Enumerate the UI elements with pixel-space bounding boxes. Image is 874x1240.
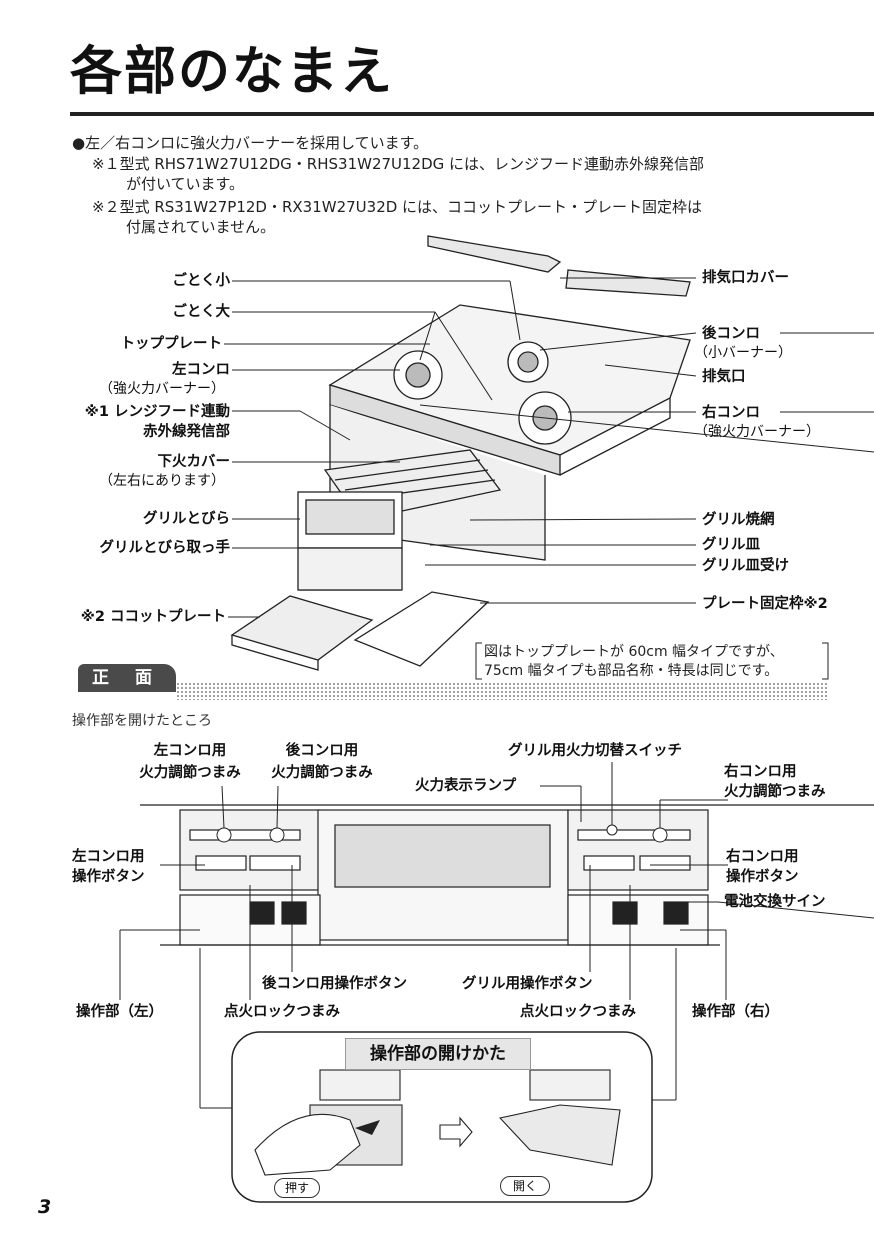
how-to-open-title: 操作部の開けかた — [345, 1038, 531, 1070]
note-2-line2: 付属されていません。 — [126, 218, 276, 236]
note-bullet: ●左／右コンロに強火力バーナーを採用しています。 — [72, 134, 429, 152]
note-1-line2: が付いています。 — [126, 175, 245, 193]
note-2-line1: ※２型式 RS31W27P12D・RX31W27U32D には、ココットプレート… — [92, 198, 703, 216]
label-exhaust-cover: 排気口カバー — [702, 270, 789, 286]
label-right-burner-sub: （強火力バーナー） — [694, 424, 820, 440]
label-rear-knob-1: 後コンロ用 — [285, 743, 359, 759]
label-grill-handle: グリルとびら取っ手 — [99, 540, 231, 556]
label-left-knob-2: 火力調節つまみ — [139, 765, 241, 781]
label-top-plate: トッププレート — [120, 336, 223, 352]
label-rear-knob-2: 火力調節つまみ — [271, 765, 373, 781]
label-right-knob-1: 右コンロ用 — [724, 764, 797, 780]
label-gotoku-small: ごとく小 — [172, 273, 230, 289]
label-exhaust: 排気口 — [702, 369, 746, 385]
label-panel-right: 操作部（右） — [692, 1004, 779, 1020]
label-right-button-2: 操作ボタン — [726, 869, 799, 885]
label-lock-right: 点火ロックつまみ — [520, 1004, 636, 1020]
label-battery-sign: 電池交換サイン — [724, 894, 826, 910]
caption-line2: 75cm 幅タイプも部品名称・特長は同じです。 — [484, 663, 779, 679]
open-state-text: 操作部を開けたところ — [72, 713, 212, 729]
dotted-divider — [176, 682, 828, 700]
open-label: 開く — [500, 1176, 550, 1196]
label-range-hood-1: ※1 レンジフード連動 — [84, 404, 230, 420]
label-right-button-1: 右コンロ用 — [726, 849, 799, 865]
label-left-button-1: 左コンロ用 — [72, 849, 145, 865]
label-left-burner: 左コンロ — [172, 362, 230, 378]
note-1-line1: ※１型式 RHS71W27U12DG・RHS31W27U12DG には、レンジフ… — [92, 155, 705, 173]
label-rear-button: 後コンロ用操作ボタン — [262, 976, 407, 992]
front-tab: 正 面 — [78, 664, 176, 692]
label-panel-left: 操作部（左） — [76, 1004, 163, 1020]
label-lower-cover: 下火カバー — [157, 454, 231, 470]
label-left-knob-1: 左コンロ用 — [153, 743, 227, 759]
page-title: 各部のなまえ — [70, 42, 395, 102]
label-grill-pan-holder: グリル皿受け — [702, 558, 789, 574]
label-grill-button: グリル用操作ボタン — [462, 976, 593, 992]
label-lock-left: 点火ロックつまみ — [224, 1004, 340, 1020]
label-grill-pan: グリル皿 — [702, 537, 760, 553]
label-left-burner-sub: （強火力バーナー） — [99, 381, 225, 397]
label-right-knob-2: 火力調節つまみ — [724, 784, 826, 800]
caption-line1: 図はトッププレートが 60cm 幅タイプですが、 — [484, 644, 784, 660]
page-number: 3 — [38, 1196, 52, 1218]
label-grill-switch: グリル用火力切替スイッチ — [508, 743, 682, 759]
label-grill-net: グリル焼網 — [702, 512, 775, 528]
title-rule — [70, 112, 874, 116]
label-plate-frame: プレート固定枠※2 — [702, 596, 828, 612]
label-gotoku-large: ごとく大 — [172, 304, 230, 320]
label-cocotte-plate: ※2 ココットプレート — [80, 609, 226, 625]
label-rear-burner: 後コンロ — [702, 326, 760, 342]
label-range-hood-2: 赤外線発信部 — [143, 424, 230, 440]
label-left-button-2: 操作ボタン — [72, 869, 145, 885]
push-label: 押す — [274, 1178, 320, 1198]
label-grill-door: グリルとびら — [143, 511, 230, 527]
label-lower-cover-sub: （左右にあります） — [99, 473, 225, 489]
label-flame-lamp: 火力表示ランプ — [415, 778, 517, 794]
label-right-burner: 右コンロ — [702, 405, 760, 421]
label-rear-burner-sub: （小バーナー） — [694, 345, 792, 361]
